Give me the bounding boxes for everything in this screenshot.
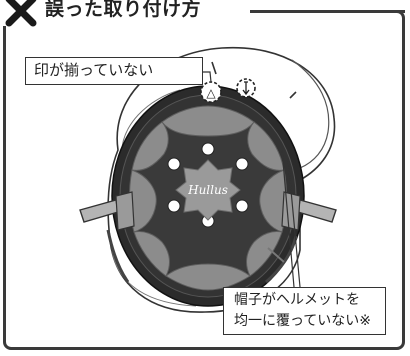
helmet-padding [129,105,287,291]
alignment-mark-hat-glyph [242,81,250,96]
hat-dash-1 [211,61,217,75]
hat-dash-2 [289,91,297,99]
header-background [0,0,250,26]
callout-uneven-coverage-line2: 均一に覆っていない※ [234,313,372,329]
callout-uneven-coverage-line1: 帽子がヘルメットを [234,292,360,308]
title-rule [256,10,405,13]
callout-marks-not-aligned-text: 印が揃っていない [34,61,154,79]
header: 誤った取り付け方 [0,0,410,27]
hat-lower-edge [111,249,197,307]
x-mark-icon [5,0,37,27]
logo-text: Hullus [187,183,228,197]
leader-line-top [203,71,212,83]
callout-marks-not-aligned: 印が揃っていない [25,57,203,85]
hat-fold-line [291,59,330,169]
center-logo-pad [175,159,241,221]
chin-strap-left [79,191,135,283]
page-title: 誤った取り付け方 [45,0,202,20]
vent-holes [167,142,249,228]
leader-line-bottom-2 [281,149,295,288]
leader-line-bottom-1 [287,157,301,288]
alignment-mark-symbol: △ [206,86,216,100]
callout-uneven-coverage: 帽子がヘルメットを 均一に覆っていない※ [223,287,386,335]
